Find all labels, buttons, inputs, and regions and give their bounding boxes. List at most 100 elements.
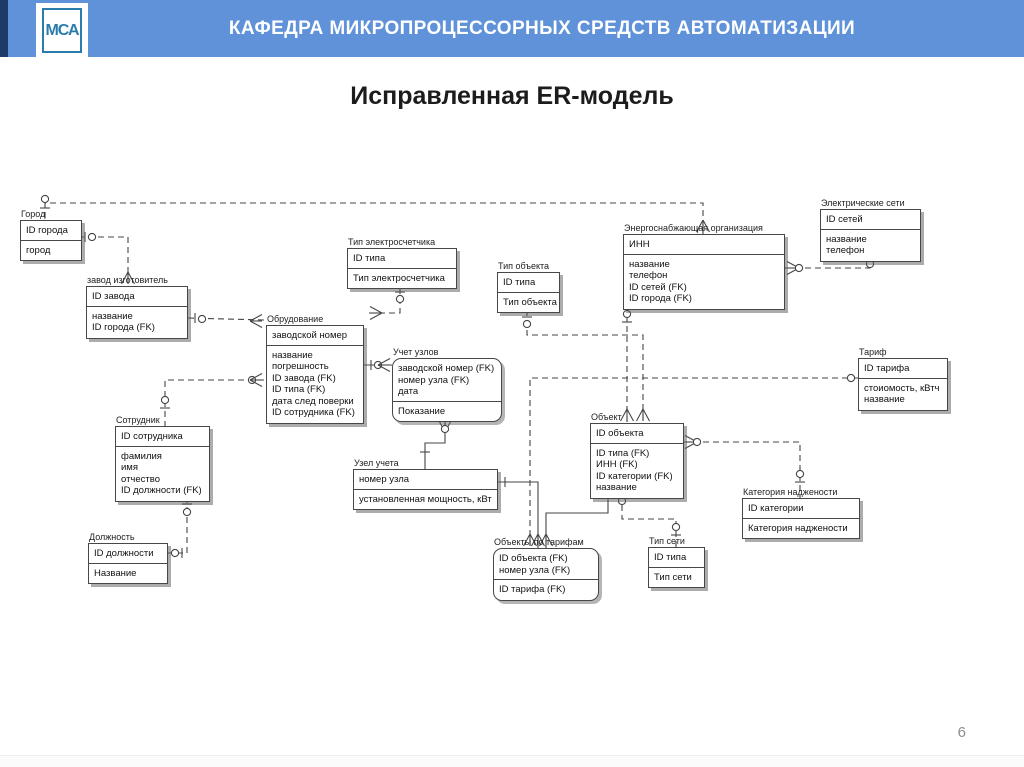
crow-foot-icon: [531, 533, 539, 547]
pk-attribute: ID сотрудника: [121, 431, 183, 442]
attributes-section: Категория наджености: [743, 519, 859, 539]
attribute: дата след поверки: [272, 395, 354, 407]
entity-title: Объект: [591, 412, 622, 422]
primary-key-section: ID объекта: [591, 424, 683, 444]
primary-key-section: ID объекта (FK)номер узла (FK): [494, 549, 598, 580]
attribute: ИНН (FK): [596, 459, 638, 470]
cardinality-circle-icon: [795, 469, 805, 479]
cardinality-circle-icon: [794, 263, 804, 273]
pk-attribute: ID категории: [748, 503, 804, 514]
attribute: название: [629, 258, 670, 270]
attributes-section: город: [21, 241, 81, 261]
relationship-line: [545, 485, 609, 548]
attributes-section: ID типа (FK)ИНН (FK)ID категории (FK)наз…: [591, 444, 683, 498]
attribute: название: [864, 394, 905, 405]
pk-attribute: ID сетей: [826, 214, 863, 225]
entity-title: Категория наджености: [743, 487, 838, 497]
attribute: ID города (FK): [629, 293, 692, 304]
crow-foot-icon: [537, 533, 545, 547]
pk-attribute: ID завода: [92, 291, 135, 302]
primary-key-section: ID сетей: [821, 210, 920, 230]
attribute: ID должности (FK): [121, 485, 202, 496]
crow-foot-icon: [529, 533, 537, 547]
logo-letters: МСА: [42, 8, 82, 53]
cardinality-circle-icon: [160, 395, 170, 405]
primary-key-section: ID сотрудника: [116, 427, 209, 447]
attributes-section: Тип сети: [649, 568, 704, 588]
entity-title: Учет узлов: [393, 347, 439, 357]
entity-box: ID объекта (FK)номер узла (FK) ID тарифа …: [493, 548, 599, 601]
primary-key-section: ID тарифа: [859, 359, 947, 379]
primary-key-section: ID типа: [649, 548, 704, 568]
attribute: имя: [121, 462, 138, 473]
entity-title: Сотрудник: [116, 415, 160, 425]
crow-foot-icon: [377, 358, 391, 366]
cardinality-circle-icon: [671, 522, 681, 532]
attribute: фамилия: [121, 450, 162, 462]
cardinality-circle-icon: [522, 319, 532, 329]
attribute: Название: [94, 567, 137, 579]
attribute: Показание: [398, 405, 446, 417]
attribute: установленная мощность, кВт: [359, 493, 492, 505]
crow-foot-icon: [369, 306, 383, 314]
cardinality-circle-icon: [40, 194, 50, 204]
primary-key-section: ИНН: [624, 235, 784, 255]
entity-title: Узел учета: [354, 458, 399, 468]
attribute: погрешность: [272, 361, 329, 372]
attribute: телефон: [826, 245, 865, 256]
cardinality-circle-icon: [182, 507, 192, 517]
crow-foot-icon: [702, 219, 710, 233]
pk-attribute: заводской номер (FK): [398, 363, 495, 374]
pk-attribute: дата: [398, 386, 419, 397]
primary-key-section: ID завода: [87, 287, 187, 307]
crow-foot-icon: [545, 533, 553, 547]
primary-key-section: ID должности: [89, 544, 167, 564]
entity-title: Тариф: [859, 347, 887, 357]
attributes-section: Тип электросчетчика: [348, 269, 456, 289]
attribute: город: [26, 244, 51, 256]
attribute: Тип сети: [654, 571, 692, 583]
primary-key-section: ID типа: [348, 249, 456, 269]
attribute: название: [596, 482, 637, 493]
crow-foot-icon: [626, 408, 634, 422]
entity-title: Должность: [89, 532, 135, 542]
pk-attribute: ID тарифа: [864, 363, 910, 374]
attribute: стоиомость, кВтч: [864, 382, 940, 394]
relationship-line: [621, 485, 677, 547]
cardinality-circle-icon: [622, 309, 632, 319]
relationship-line: [368, 288, 401, 314]
attribute: Тип объекта: [503, 296, 557, 308]
cardinality-circle-icon: [197, 314, 207, 324]
entity-title: Тип объекта: [498, 261, 550, 271]
crow-foot-icon: [696, 219, 704, 233]
attributes-section: установленная мощность, кВт: [354, 490, 497, 510]
relationship-line: [683, 441, 801, 498]
pk-attribute: заводской номер: [272, 330, 348, 341]
attribute: ID тарифа (FK): [499, 584, 566, 595]
attribute: телефон: [629, 270, 668, 281]
relationship-line: [497, 481, 539, 548]
department-logo: МСА: [36, 3, 88, 58]
relationship-line: [164, 379, 264, 426]
